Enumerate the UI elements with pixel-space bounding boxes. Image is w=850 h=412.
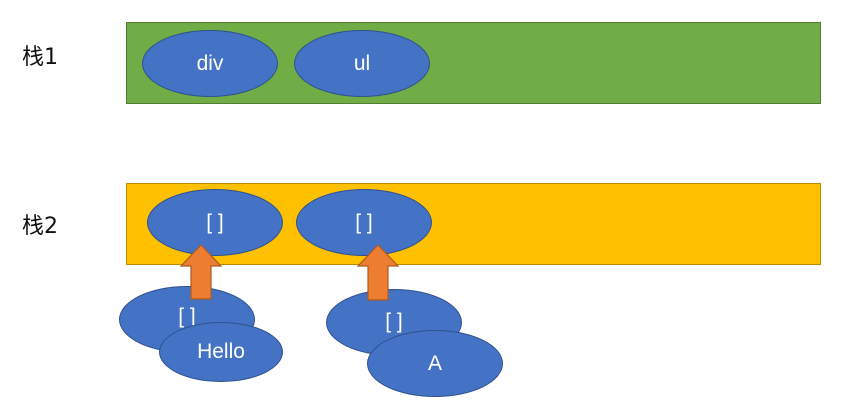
stack2-label: 栈2 xyxy=(22,214,58,239)
stack1-node-ul: ul xyxy=(294,30,430,97)
pending-child-node-hello: Hello xyxy=(159,322,283,382)
push-arrow-icon xyxy=(356,244,400,301)
stack1-node-div: div xyxy=(142,30,278,97)
push-arrow-icon xyxy=(179,244,223,300)
stack1-label: 栈1 xyxy=(22,45,58,70)
stack2-node-array-1: [ ] xyxy=(147,189,283,256)
stack2-node-array-2: [ ] xyxy=(296,189,432,256)
pending-child-node-a: A xyxy=(367,330,503,397)
